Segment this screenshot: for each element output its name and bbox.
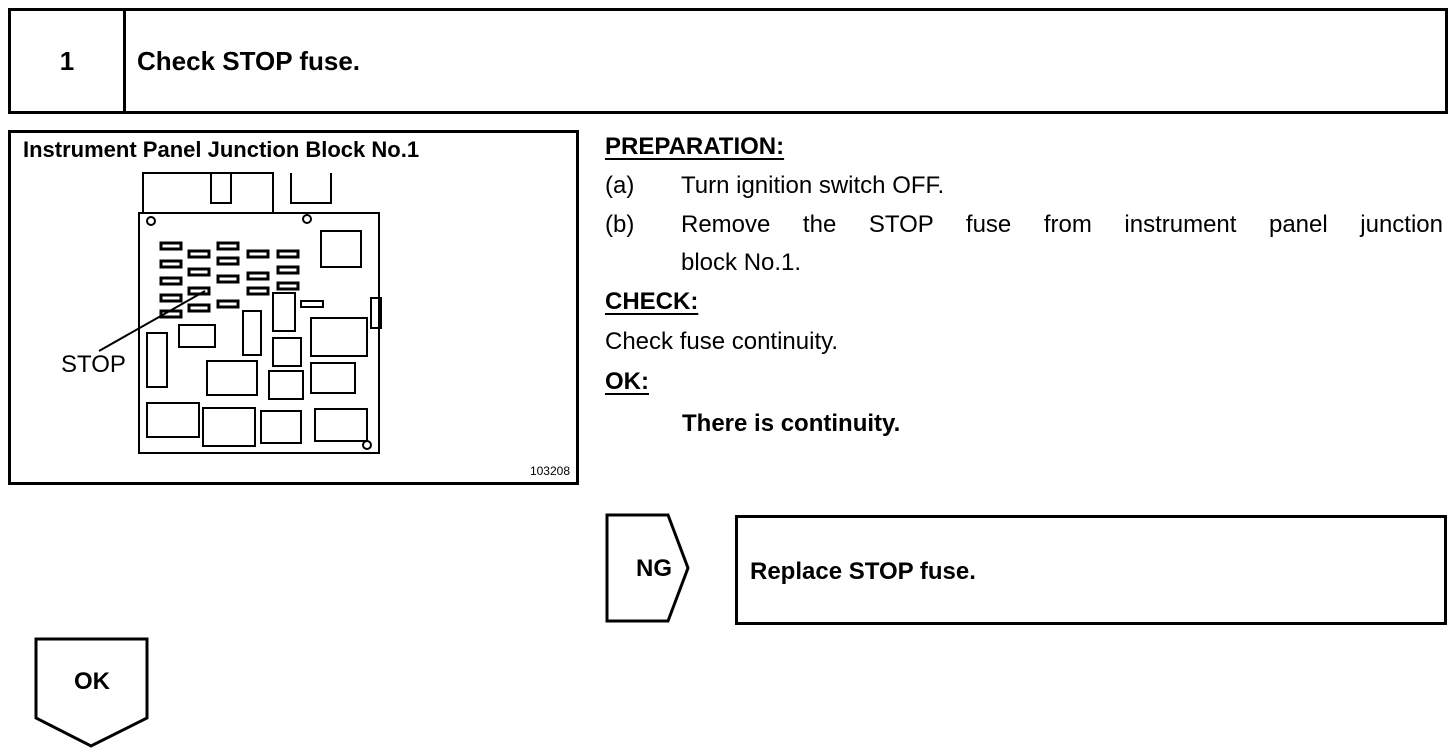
junction-block-diagram [98, 172, 382, 454]
illustration-panel: Instrument Panel Junction Block No.1 STO… [8, 130, 579, 485]
illustration-title: Instrument Panel Junction Block No.1 [23, 137, 420, 162]
prep-step-a: Turn ignition switch OFF. [681, 172, 945, 199]
prep-marker-b: (b) [605, 211, 635, 238]
check-text: Check fuse continuity. [605, 328, 839, 355]
ng-label: NG [636, 555, 672, 582]
prep-marker-a: (a) [605, 172, 635, 199]
ok-heading: OK: [605, 368, 649, 395]
ok-text: There is continuity. [682, 410, 901, 437]
figure-id: 103208 [529, 464, 570, 478]
ok-label: OK [74, 668, 110, 695]
stop-fuse-callout: STOP [61, 351, 126, 378]
prep-step-b-cont: block No.1. [681, 249, 802, 276]
ng-arrow-shape [605, 513, 690, 623]
ng-action-text: Replace STOP fuse. [750, 558, 976, 585]
step-title: Check STOP fuse. [137, 45, 361, 76]
ng-action-box: Replace STOP fuse. [735, 515, 1447, 625]
preparation-heading: PREPARATION: [605, 133, 785, 160]
check-heading: CHECK: [605, 288, 699, 315]
step-number: 1 [11, 11, 126, 111]
step-header: 1 Check STOP fuse. [8, 8, 1448, 114]
ok-arrow-shape [34, 637, 149, 748]
prep-step-b: Remove the STOP fuse from instrument pan… [681, 211, 1443, 238]
